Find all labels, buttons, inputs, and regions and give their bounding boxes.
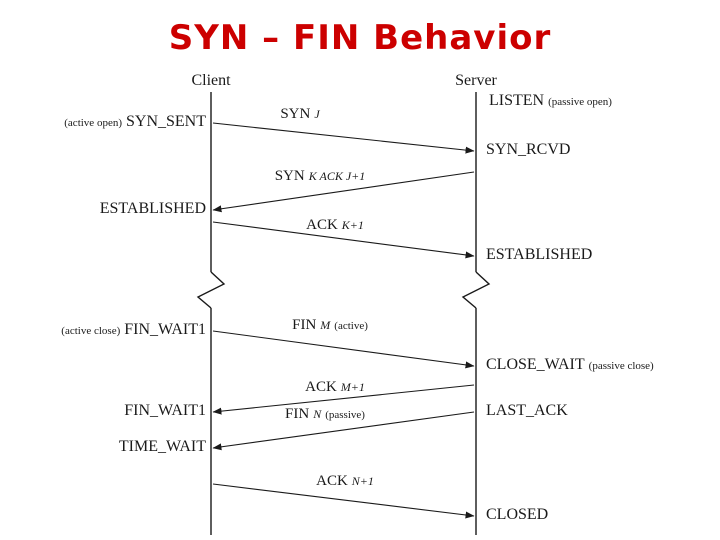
client-state-syn-sent: (active open) SYN_SENT — [64, 113, 206, 131]
message-label-ack-m1-name: ACK — [305, 379, 337, 395]
server-state-close-wait-note: (passive close) — [588, 360, 654, 372]
message-arrow-fin-n — [212, 411, 475, 451]
server-state-closed-label: CLOSED — [486, 506, 549, 523]
client-state-syn-sent-label: SYN_SENT — [125, 113, 206, 130]
server-state-last-ack: LAST_ACK — [486, 402, 568, 420]
server-state-close-wait: CLOSE_WAIT (passive close) — [486, 356, 654, 374]
lifeline-title-client: Client — [191, 72, 231, 89]
message-arrow-ack-n1 — [212, 483, 475, 519]
message-label-fin-n-name: FIN — [285, 406, 310, 422]
message-label-ack-m1: ACK M+1 — [305, 378, 365, 396]
client-state-time-wait-label: TIME_WAIT — [118, 438, 206, 455]
server-state-syn-rcvd: SYN_RCVD — [486, 141, 570, 159]
message-label-ack-n1-name: ACK — [316, 473, 348, 489]
message-label-fin-n: FIN N (passive) — [285, 405, 365, 423]
server-state-syn-rcvd-label: SYN_RCVD — [486, 141, 571, 158]
client-state-fin-wait1: (active close) FIN_WAIT1 — [61, 321, 206, 339]
server-state-established-label: ESTABLISHED — [486, 246, 593, 263]
message-arrow-syn-j — [212, 122, 475, 154]
message-label-ack-n1: ACK N+1 — [316, 472, 374, 490]
server-state-close-wait-label: CLOSE_WAIT — [486, 356, 585, 373]
lifeline-client — [196, 92, 226, 535]
client-state-syn-sent-note: (active open) — [64, 117, 122, 129]
message-label-syn-j-seq: J — [314, 107, 320, 121]
message-label-syn-j-name: SYN — [280, 106, 311, 122]
message-label-ack-k1-seq: K+1 — [341, 218, 364, 232]
message-label-fin-m-note: (active) — [334, 320, 368, 332]
message-arrow-fin-m — [212, 330, 475, 369]
client-state-established: ESTABLISHED — [100, 200, 206, 218]
server-state-last-ack-label: LAST_ACK — [486, 402, 568, 419]
message-label-fin-m: FIN M (active) — [292, 316, 368, 334]
message-label-ack-k1-name: ACK — [306, 217, 338, 233]
message-label-syn-k-ack-j1-seq: K ACK J+1 — [308, 169, 366, 183]
server-state-listen: LISTEN (passive open) — [489, 92, 612, 110]
message-label-syn-k-ack-j1-name: SYN — [274, 168, 305, 184]
client-state-time-wait: TIME_WAIT — [119, 438, 206, 456]
client-state-established-label: ESTABLISHED — [99, 200, 206, 217]
message-label-ack-k1: ACK K+1 — [306, 216, 364, 234]
message-label-ack-n1-seq: N+1 — [351, 474, 374, 488]
page-title: SYN – FIN Behavior — [168, 18, 552, 58]
client-state-fin-wait1-second-label: FIN_WAIT1 — [124, 402, 206, 419]
message-label-fin-n-note: (passive) — [325, 409, 365, 421]
message-arrow-syn-k-ack-j1 — [212, 171, 475, 213]
server-state-listen-label: LISTEN — [489, 92, 545, 109]
message-label-syn-j: SYN J — [280, 105, 319, 123]
server-state-established: ESTABLISHED — [486, 246, 592, 264]
message-arrow-ack-k1 — [212, 221, 475, 259]
message-label-fin-m-seq: M — [320, 318, 331, 332]
lifeline-server — [461, 92, 491, 535]
client-state-fin-wait1-second: FIN_WAIT1 — [124, 402, 206, 420]
message-label-ack-m1-seq: M+1 — [340, 380, 365, 394]
client-state-fin-wait1-label: FIN_WAIT1 — [124, 321, 206, 338]
message-label-fin-m-name: FIN — [292, 317, 317, 333]
message-label-syn-k-ack-j1: SYN K ACK J+1 — [275, 167, 366, 185]
client-state-fin-wait1-note: (active close) — [61, 325, 121, 337]
server-state-closed: CLOSED — [486, 506, 548, 524]
server-state-listen-note: (passive open) — [548, 96, 612, 108]
message-label-fin-n-seq: N — [313, 407, 322, 421]
lifeline-title-server: Server — [455, 72, 497, 89]
message-arrow-ack-m1 — [212, 384, 475, 415]
